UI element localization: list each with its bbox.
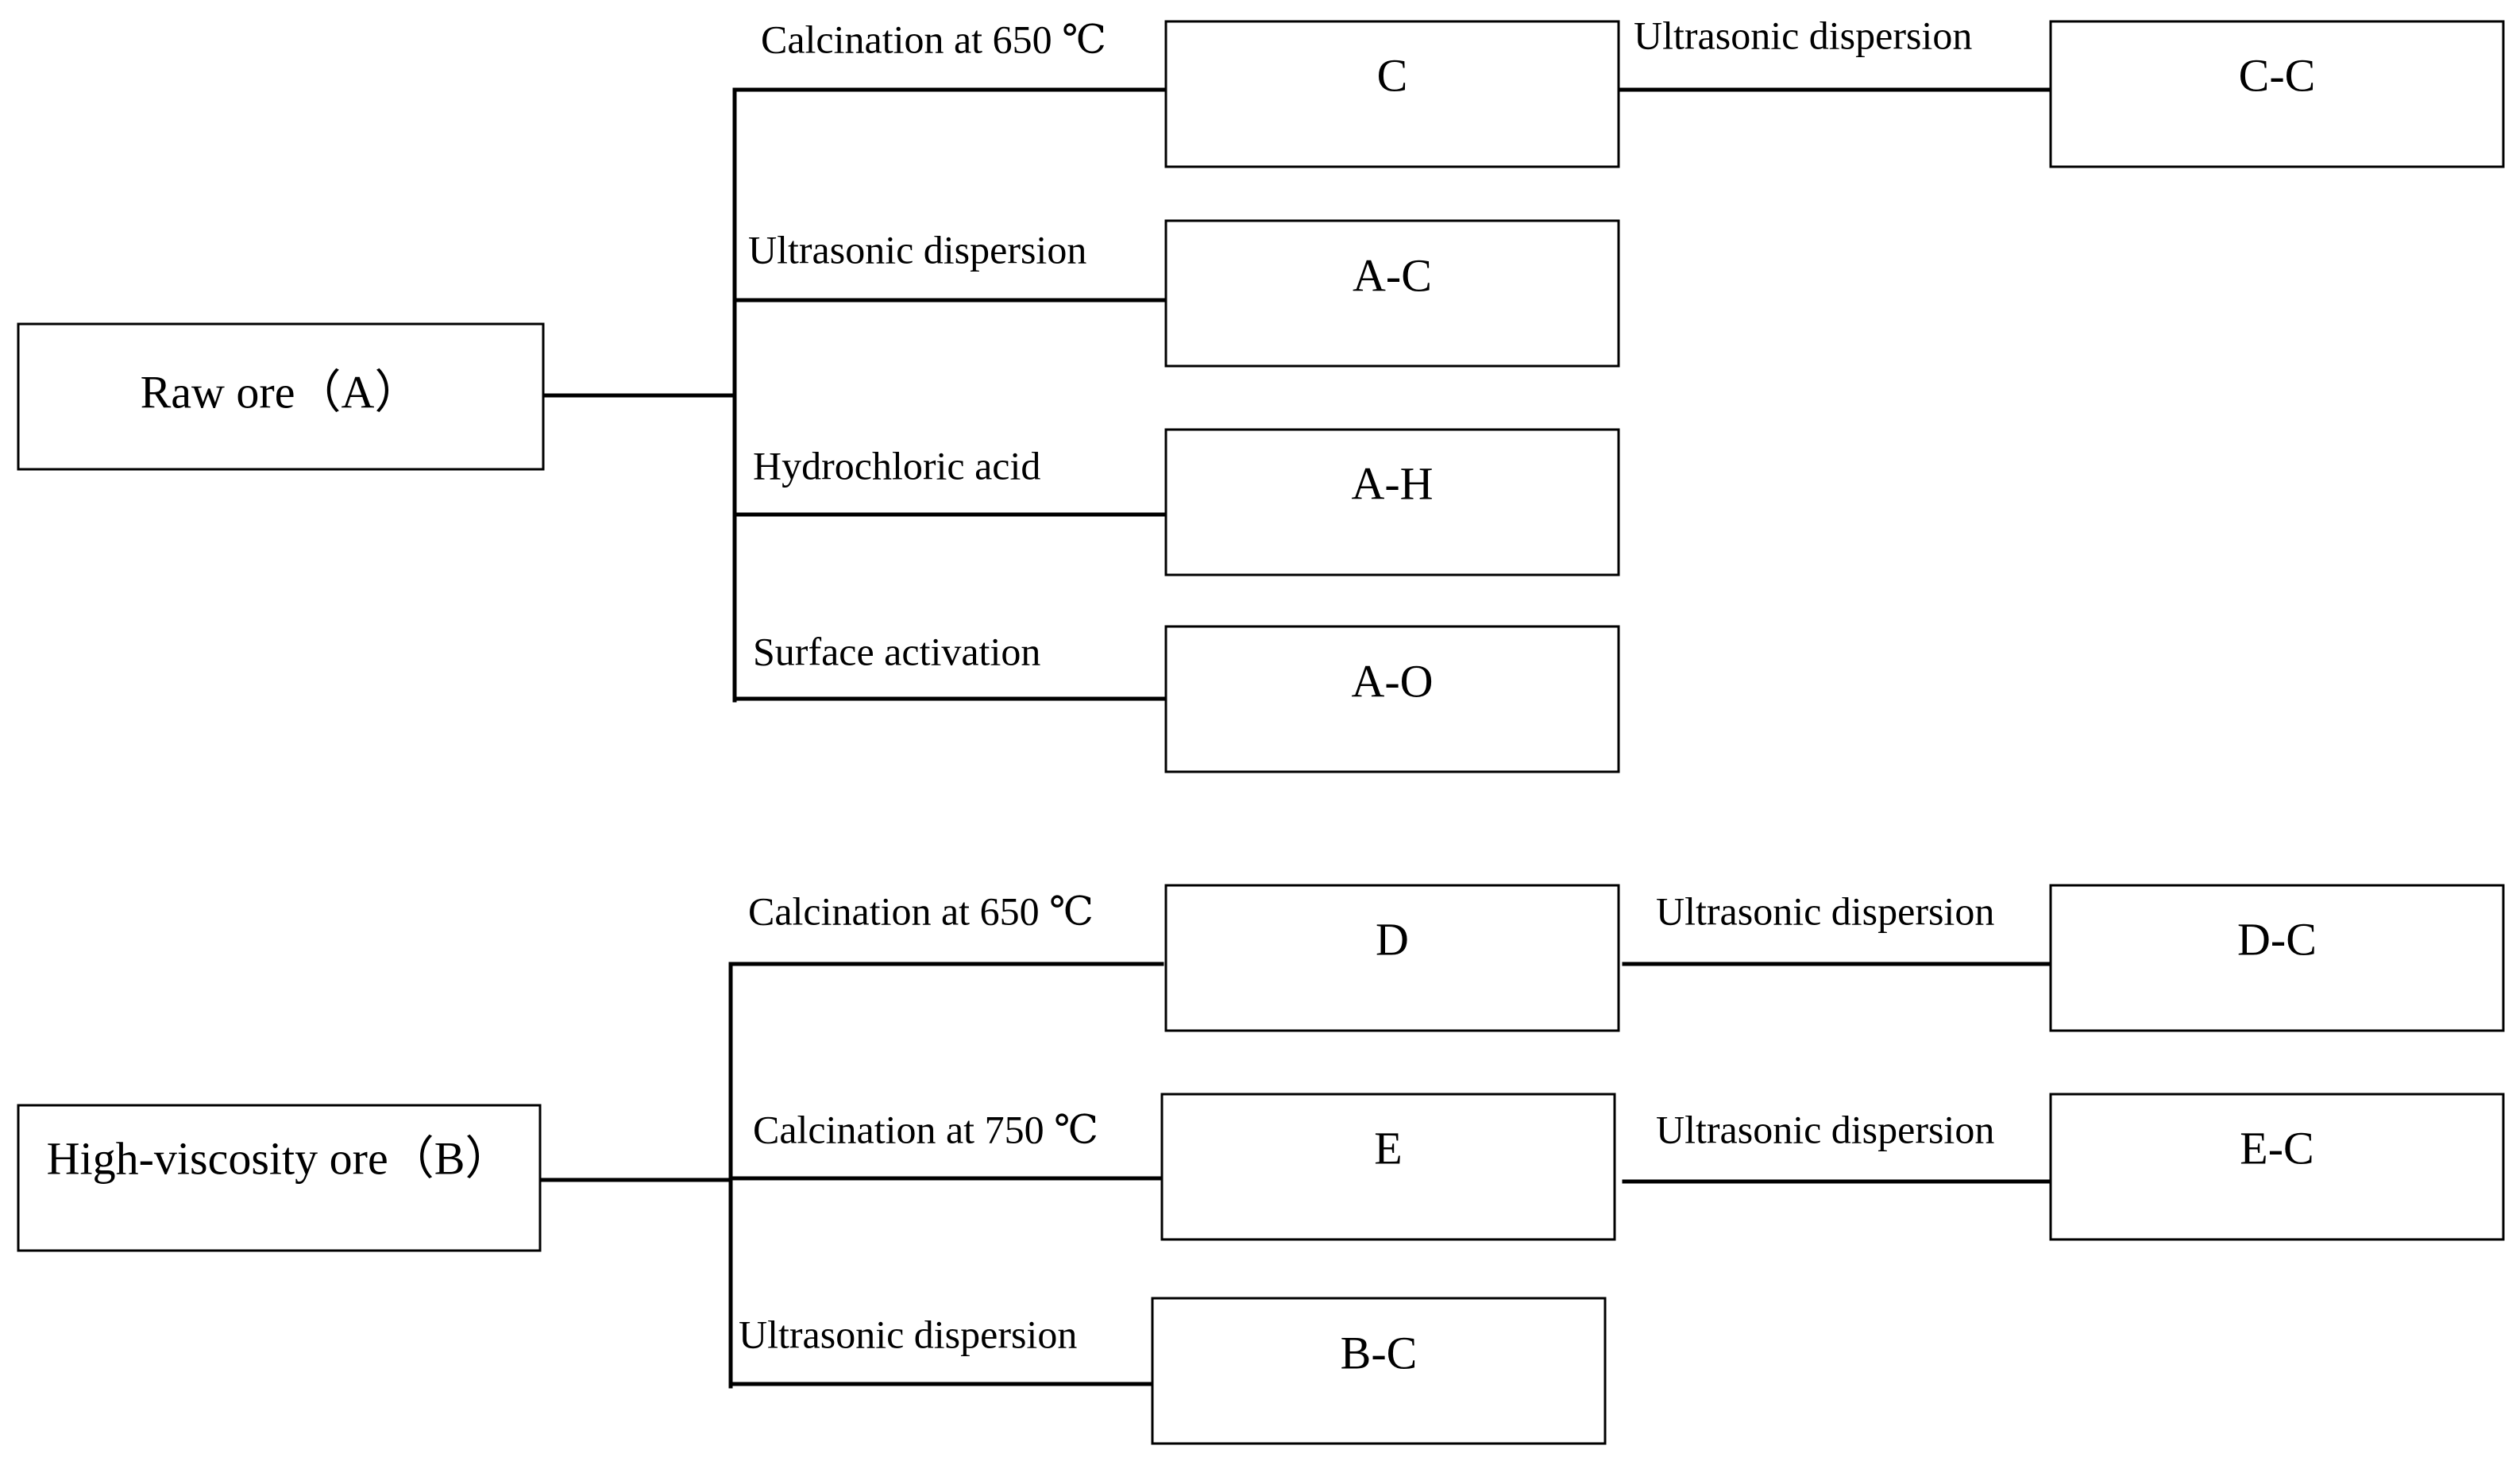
node-cc-label: C-C bbox=[2239, 49, 2316, 101]
node-e-label: E bbox=[1374, 1122, 1402, 1174]
edge-e-to-ec-label: Ultrasonic dispersion bbox=[1656, 1107, 1994, 1151]
node-ec-label: E-C bbox=[2240, 1122, 2314, 1174]
edge-a-to-ac-label: Ultrasonic dispersion bbox=[748, 227, 1086, 272]
node-dc bbox=[2049, 884, 2505, 1032]
node-bc bbox=[1151, 1297, 1607, 1445]
edge-b-to-d-label: Calcination at 650 ℃ bbox=[748, 889, 1094, 933]
node-d-label: D bbox=[1376, 913, 1409, 965]
edge-a-to-ah-label: Hydrochloric acid bbox=[753, 443, 1040, 488]
node-c-label: C bbox=[1377, 49, 1408, 101]
group-raw-ore: Raw ore（A） C C-C A-C A-H A-O Calcination… bbox=[17, 13, 2505, 773]
node-raw-ore bbox=[17, 322, 545, 471]
node-high-viscosity-ore-label: High-viscosity ore（B） bbox=[47, 1132, 511, 1184]
group-high-viscosity-ore: High-viscosity ore（B） D D-C E E-C B-C Ca… bbox=[17, 884, 2505, 1445]
edge-a-to-ao-label: Surface activation bbox=[753, 629, 1040, 673]
node-ah bbox=[1164, 428, 1620, 576]
node-cc bbox=[2049, 20, 2505, 168]
node-ao-label: A-O bbox=[1351, 655, 1433, 707]
node-ac-label: A-C bbox=[1353, 249, 1432, 301]
node-c bbox=[1164, 20, 1620, 168]
node-raw-ore-label: Raw ore（A） bbox=[141, 366, 421, 418]
node-dc-label: D-C bbox=[2237, 913, 2317, 965]
node-e bbox=[1160, 1093, 1616, 1241]
edge-c-to-cc-label: Ultrasonic dispersion bbox=[1634, 13, 1972, 57]
node-high-viscosity-ore bbox=[17, 1104, 542, 1252]
node-ec bbox=[2049, 1093, 2505, 1241]
node-ah-label: A-H bbox=[1351, 457, 1433, 509]
edge-d-to-dc-label: Ultrasonic dispersion bbox=[1656, 889, 1994, 933]
node-ao bbox=[1164, 625, 1620, 773]
edge-b-to-e-label: Calcination at 750 ℃ bbox=[753, 1107, 1098, 1151]
edge-a-to-c-label: Calcination at 650 ℃ bbox=[761, 17, 1106, 61]
node-d bbox=[1164, 884, 1620, 1032]
node-ac bbox=[1164, 219, 1620, 368]
node-bc-label: B-C bbox=[1341, 1327, 1418, 1378]
edge-b-to-bc-label: Ultrasonic dispersion bbox=[739, 1312, 1077, 1356]
